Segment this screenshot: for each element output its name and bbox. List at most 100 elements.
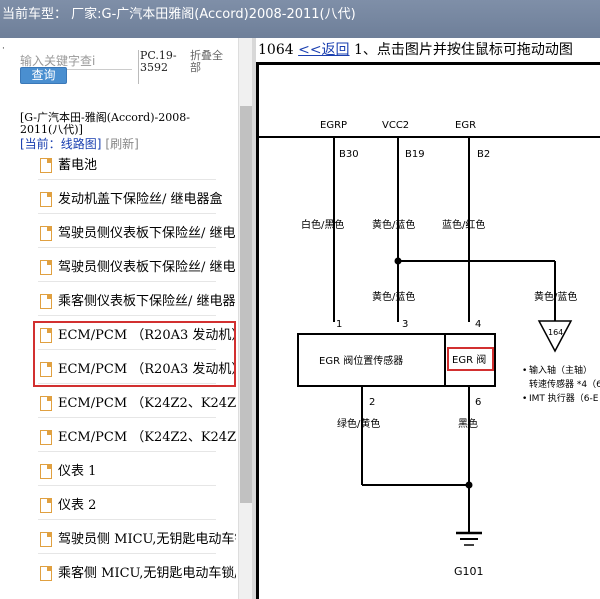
tree-item[interactable]: ECM/PCM （K24Z2、K24Z3 发 xyxy=(40,428,236,450)
tree-item-label: 驾驶员侧 MICU,无钥匙电动车锁 xyxy=(58,532,236,547)
tree-item[interactable]: 乘客侧 MICU,无钥匙电动车锁/ xyxy=(40,564,236,586)
tree-item[interactable]: 驾驶员侧仪表板下保险丝/ 继电 xyxy=(40,258,236,280)
file-icon xyxy=(40,260,52,275)
connector-number: 164 xyxy=(548,328,563,337)
pin-number: B2 xyxy=(477,149,490,160)
pin-number: B19 xyxy=(405,149,425,160)
tree-scrollbar-thumb[interactable] xyxy=(240,106,252,503)
file-icon xyxy=(40,158,52,173)
wiring-diagram-svg[interactable]: EGRP VCC2 EGR B30 B19 B2 白色/黑色 黄色/蓝色 蓝色/… xyxy=(259,65,600,599)
ground-label: G101 xyxy=(454,565,484,578)
note-text: IMT 执行器（6-E xyxy=(529,392,599,404)
tree-item-label: 仪表 2 xyxy=(58,498,97,513)
tree-item[interactable]: 仪表 1 xyxy=(40,462,236,484)
file-icon xyxy=(40,396,52,411)
wire-color: 绿色/黄色 xyxy=(337,417,380,430)
tree-item-label: 发动机盖下保险丝/ 继电器盒 xyxy=(58,192,223,207)
tree-divider xyxy=(38,383,216,384)
tree-item[interactable]: ECM/PCM （R20A3 发动机） xyxy=(40,360,236,382)
refresh-link[interactable]: [刷新] xyxy=(105,137,139,151)
connector-164-symbol xyxy=(537,320,573,353)
tree-item-label: ECM/PCM （R20A3 发动机） xyxy=(58,362,236,377)
valve-label: EGR 阀 xyxy=(452,353,486,366)
tree-item-label: 乘客侧 MICU,无钥匙电动车锁/ xyxy=(58,566,236,581)
diagram-panel: 1064 <<返回 1、点击图片并按住鼠标可拖动动图 EGRP VCC2 EGR… xyxy=(256,38,600,599)
diagram-header: 1064 <<返回 1、点击图片并按住鼠标可拖动动图 xyxy=(258,40,600,60)
panel-splitter[interactable] xyxy=(252,38,256,599)
egr-valve-highlight xyxy=(447,347,494,371)
tree-item[interactable]: 蓄电池 xyxy=(40,156,236,178)
tree-item-label: ECM/PCM （K24Z2、K24Z3 发 xyxy=(58,430,236,445)
tree-item-label: 乘客侧仪表板下保险丝/ 继电器 xyxy=(58,294,236,309)
tree-item-label: 驾驶员侧仪表板下保险丝/ 继电 xyxy=(58,260,236,275)
file-icon xyxy=(40,498,52,513)
panel-marker: · xyxy=(2,44,5,54)
pin-number: B30 xyxy=(339,149,359,160)
pin-number: 1 xyxy=(336,319,342,330)
current-suffix: ] xyxy=(96,137,102,151)
highlight-box xyxy=(33,321,236,387)
tree-scrollbar[interactable] xyxy=(238,38,252,599)
file-icon xyxy=(40,566,52,581)
wire-color: 蓝色/红色 xyxy=(442,218,485,231)
wire-color: 黑色 xyxy=(458,417,478,430)
tree-item-label: ECM/PCM （R20A3 发动机） xyxy=(58,328,236,343)
pc-code: PC.19-3592 xyxy=(140,49,177,74)
tree-divider xyxy=(38,247,216,248)
file-icon xyxy=(40,226,52,241)
tree-divider xyxy=(38,315,216,316)
pin-name: VCC2 xyxy=(382,120,409,131)
tree-item-label: 蓄电池 xyxy=(58,158,98,173)
wire-color: 白色/黑色 xyxy=(301,218,344,231)
tree-item[interactable]: 驾驶员侧仪表板下保险丝/ 继电 xyxy=(40,224,236,246)
drag-instruction: 1、点击图片并按住鼠标可拖动动图 xyxy=(354,42,573,58)
note-text: 转速传感器 *4（6- xyxy=(529,378,600,390)
tree-item-label: ECM/PCM （K24Z2、K24Z3 发 xyxy=(58,396,236,411)
tree-divider xyxy=(38,519,216,520)
tree-item[interactable]: 乘客侧仪表板下保险丝/ 继电器 xyxy=(40,292,236,314)
tree-item[interactable]: 驾驶员侧 MICU,无钥匙电动车锁 xyxy=(40,530,236,552)
window-title: 当前车型： 厂家:G-广汽本田雅阁(Accord)2008-2011(八代) xyxy=(0,0,600,38)
file-icon xyxy=(40,328,52,343)
page-number: 1064 xyxy=(258,42,294,58)
tree-divider xyxy=(38,281,216,282)
note-text: 输入轴（主轴） xyxy=(529,364,592,376)
wiring-diagram[interactable]: EGRP VCC2 EGR B30 B19 B2 白色/黑色 黄色/蓝色 蓝色/… xyxy=(256,62,600,599)
back-link[interactable]: <<返回 xyxy=(298,42,350,58)
file-icon xyxy=(40,430,52,445)
tree-item[interactable]: 仪表 2 xyxy=(40,496,236,518)
tree-divider xyxy=(38,349,216,350)
wire-color: 黄色/蓝色 xyxy=(372,218,415,231)
file-icon xyxy=(40,362,52,377)
tree-item[interactable]: ECM/PCM （K24Z2、K24Z3 发 xyxy=(40,394,236,416)
pin-name: EGR xyxy=(455,120,476,131)
tree-item-label: 驾驶员侧仪表板下保险丝/ 继电 xyxy=(58,226,236,241)
current-wiring-link[interactable]: 线路图 xyxy=(60,137,97,151)
tree-item[interactable]: ECM/PCM （R20A3 发动机） xyxy=(40,326,236,348)
tree-divider xyxy=(38,553,216,554)
pin-name: EGRP xyxy=(320,120,347,131)
egr-valve-box xyxy=(444,333,496,387)
file-icon xyxy=(40,464,52,479)
splice-point xyxy=(465,481,473,489)
tree-divider xyxy=(38,213,216,214)
wire-color: 黄色/蓝色 xyxy=(372,290,415,303)
file-icon xyxy=(40,532,52,547)
tree-panel: · 查询 PC.19-3592 折叠全部 [G-广汽本田-雅阁(Accord)-… xyxy=(0,38,252,599)
note-text: • xyxy=(522,394,527,404)
file-icon xyxy=(40,294,52,309)
tree-item[interactable]: 发动机盖下保险丝/ 继电器盒 xyxy=(40,190,236,212)
pin-number: 2 xyxy=(369,397,375,408)
pin-number: 4 xyxy=(475,319,481,330)
file-icon xyxy=(40,192,52,207)
current-location: [当前：线路图][刷新] xyxy=(20,135,139,152)
collapse-all-link[interactable]: 折叠全部 xyxy=(190,49,223,74)
current-prefix: [当前： xyxy=(20,137,61,151)
search-button[interactable]: 查询 xyxy=(20,67,67,84)
tree-divider xyxy=(38,451,216,452)
note-text: • xyxy=(522,366,527,376)
tree-divider xyxy=(38,417,216,418)
search-input[interactable] xyxy=(20,52,132,70)
tree-root-label: [G-广汽本田-雅阁(Accord)-2008-2011(八代)] xyxy=(20,111,190,136)
tree-divider xyxy=(38,179,216,180)
